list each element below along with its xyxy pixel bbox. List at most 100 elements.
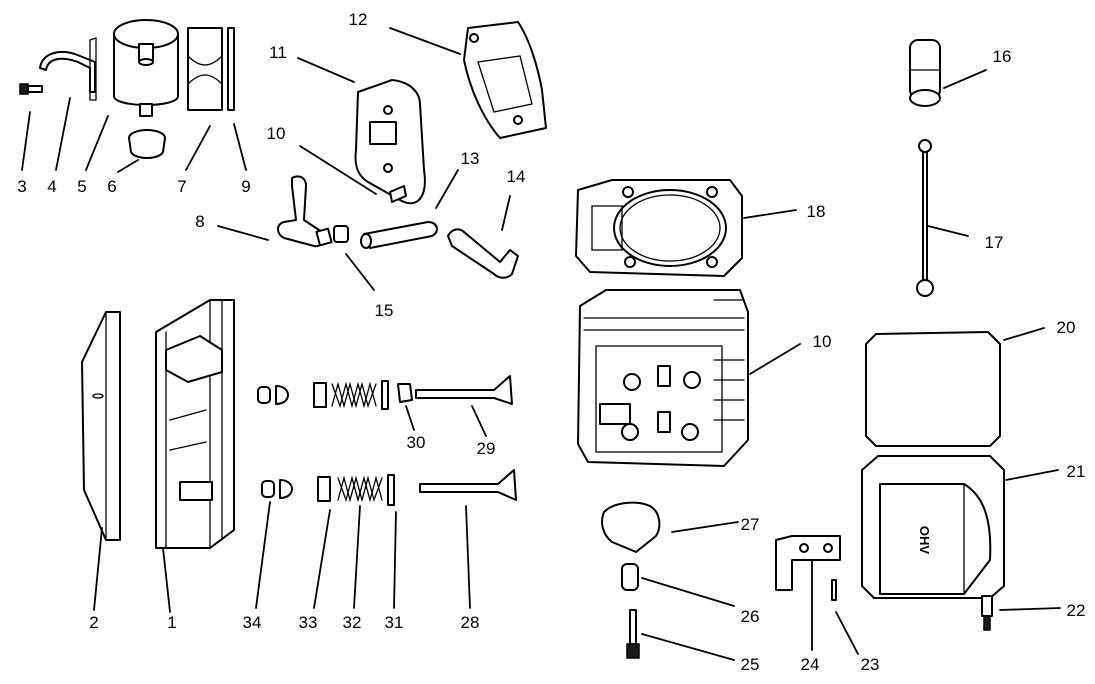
callout-10b: 10: [813, 332, 832, 351]
callout-1: 1: [167, 613, 176, 632]
leader-29: [471, 405, 487, 437]
leader-23: [835, 611, 859, 655]
part-20-cover-gasket: [865, 331, 1001, 447]
part-12-gasket-plate: [463, 21, 547, 139]
leader-34: [255, 501, 271, 609]
callout-34: 34: [243, 613, 262, 632]
valve-spring-upper: [331, 381, 377, 409]
leader-26: [641, 577, 735, 607]
leader-lines: [21, 27, 1061, 661]
spring-retainer-upper: [313, 382, 327, 408]
leader-5: [85, 115, 109, 171]
callout-33: 33: [299, 613, 318, 632]
leader-9: [233, 123, 247, 171]
part-30-valve-seal: [397, 383, 413, 403]
leader-33: [313, 509, 331, 609]
leader-13: [435, 169, 459, 209]
callout-2: 2: [89, 613, 98, 632]
callout-23: 23: [861, 655, 880, 674]
callout-30: 30: [407, 433, 426, 452]
part-9-gasket: [227, 27, 235, 111]
leader-31: [393, 511, 397, 609]
leader-32: [353, 505, 361, 609]
part-29-valve: [415, 375, 513, 405]
callout-15: 15: [375, 301, 394, 320]
leader-8: [217, 225, 269, 241]
leader-21: [1005, 469, 1059, 481]
callout-16: 16: [993, 47, 1012, 66]
part-2-side-cover: [81, 311, 121, 541]
part-17-push-rod: [916, 139, 934, 297]
part-21-valve-cover: OHV: [861, 455, 1005, 599]
part-3-screw: [19, 83, 43, 95]
part-28-valve: [419, 469, 517, 501]
callout-13: 13: [461, 149, 480, 168]
leader-25: [641, 633, 735, 661]
leader-1: [162, 547, 171, 613]
part-18-head-gasket: [575, 179, 743, 277]
part-26-plug: [621, 563, 639, 591]
callout-28: 28: [461, 613, 480, 632]
leader-27: [671, 521, 739, 533]
callout-6: 6: [107, 177, 116, 196]
part-4-bracket: [39, 37, 97, 101]
callout-32: 32: [343, 613, 362, 632]
callout-14: 14: [507, 167, 526, 186]
callout-4: 4: [47, 177, 56, 196]
part-13-hose: [360, 221, 438, 249]
part-5-canister: [113, 19, 179, 117]
part-25-bolt: [626, 609, 640, 659]
leader-30: [405, 405, 415, 431]
part-34-valve-keepers: [261, 479, 293, 499]
spring-seat-upper: [381, 380, 389, 410]
part-7-filter-element: [187, 27, 223, 111]
part-10-plug-small: [389, 185, 407, 203]
part-10-cylinder-head-assembly: [577, 289, 749, 467]
callout-labels: 1 2 3 4 5 6 7 8 9 10 11 12 13 14 15 16 1…: [17, 10, 1085, 674]
leader-18: [743, 209, 797, 219]
leader-10b: [749, 343, 801, 375]
callout-3: 3: [17, 177, 26, 196]
callout-17: 17: [985, 233, 1004, 252]
callout-12: 12: [349, 10, 368, 29]
leader-4: [55, 97, 71, 171]
callout-5: 5: [77, 177, 86, 196]
ohv-stamp: OHV: [917, 526, 932, 555]
part-32-valve-spring: [337, 475, 383, 503]
callout-27: 27: [741, 515, 760, 534]
leader-10a: [299, 145, 377, 195]
leader-14: [501, 195, 511, 231]
leader-16: [943, 69, 987, 89]
callout-24: 24: [801, 655, 820, 674]
part-16-tube-end: [909, 39, 941, 107]
part-22-fitting: [981, 595, 993, 631]
valve-keepers-upper: [257, 385, 289, 405]
callout-11: 11: [269, 43, 287, 62]
part-11-breather-cover: [354, 79, 426, 205]
leader-28: [465, 505, 471, 609]
leader-17: [927, 225, 969, 237]
callout-25: 25: [741, 655, 760, 674]
part-15-sleeve: [315, 225, 349, 247]
leader-2: [93, 527, 103, 611]
leader-7: [185, 125, 211, 171]
part-24-bracket: [775, 535, 841, 591]
callout-20: 20: [1057, 318, 1076, 337]
callout-21: 21: [1067, 462, 1086, 481]
leader-6: [117, 159, 139, 173]
callout-26: 26: [741, 607, 760, 626]
part-6-cap: [128, 129, 166, 159]
callout-10a: 10: [267, 124, 286, 143]
callout-31: 31: [385, 613, 404, 632]
leader-15: [345, 253, 375, 291]
callout-7: 7: [177, 177, 186, 196]
callout-9: 9: [241, 177, 250, 196]
leader-12: [389, 27, 461, 55]
callout-22: 22: [1067, 601, 1086, 620]
leader-11: [297, 57, 355, 83]
part-27-deflector: [601, 501, 661, 553]
part-14-bent-hose: [447, 228, 519, 279]
callout-18: 18: [807, 202, 826, 221]
part-1-cylinder-head: [155, 299, 235, 549]
